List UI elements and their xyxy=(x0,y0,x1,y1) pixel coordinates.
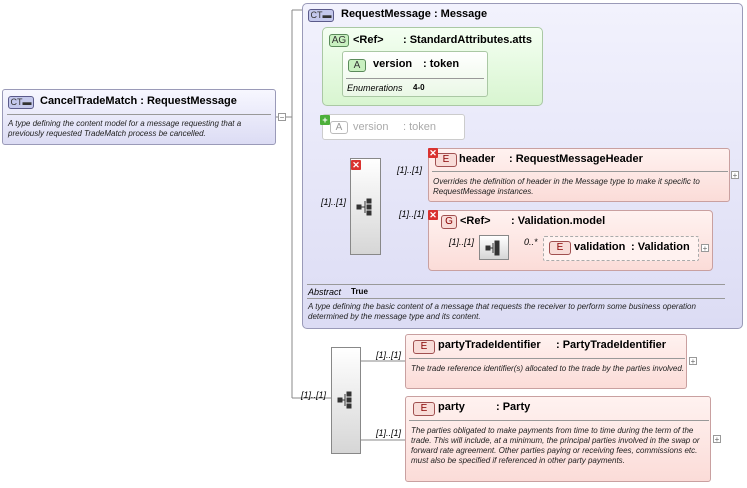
attr-version-type: : token xyxy=(403,121,437,133)
party-trade-identifier-type: : PartyTradeIdentifier xyxy=(556,339,667,351)
remove-mark-icon: ✕ xyxy=(428,148,438,158)
abstract-value: True xyxy=(351,287,368,296)
attr-name: version xyxy=(373,58,413,70)
add-mark-icon: + xyxy=(320,115,330,125)
attribute-group-icon: AG xyxy=(329,34,349,47)
expand-plus-icon[interactable]: + xyxy=(731,171,739,180)
attr-version-name: version xyxy=(353,121,389,133)
party-cardinality: [1]..[1] xyxy=(376,428,402,438)
element-icon: E xyxy=(413,402,435,416)
type-name: CancelTradeMatch : RequestMessage xyxy=(40,95,237,107)
header-name: header xyxy=(459,153,496,165)
main-seq-cardinality: [1]..[1] xyxy=(301,390,327,400)
attr-group-ref: <Ref> xyxy=(353,34,384,46)
attribute-icon: A xyxy=(348,59,366,72)
element-icon: E xyxy=(549,241,571,255)
sequence-icon xyxy=(356,198,372,216)
party-type: : Party xyxy=(496,401,531,413)
group-type: : Validation.model xyxy=(511,215,606,227)
attribute-version-enum[interactable]: A version : token Enumerations 4-0 xyxy=(342,51,488,97)
attr-type: : token xyxy=(423,58,460,70)
group-icon: G xyxy=(441,215,457,229)
group-cardinality: [1]..[1] xyxy=(399,209,425,219)
complex-type-icon: CT▬ xyxy=(8,96,34,109)
party-description: The parties obligated to make payments f… xyxy=(411,426,700,465)
group-ref: <Ref> xyxy=(460,215,491,227)
sequence-icon xyxy=(337,391,352,409)
party-trade-identifier-description: The trade reference identifier(s) alloca… xyxy=(411,364,685,373)
party-trade-identifier-cardinality: [1]..[1] xyxy=(376,350,402,360)
party-element[interactable]: E party : Party The parties obligated to… xyxy=(405,396,711,482)
sequence-icon xyxy=(485,240,500,256)
group-inner-cardinality: [1]..[1] xyxy=(449,237,475,247)
complex-type-icon: CT▬ xyxy=(308,9,334,22)
validation-type: : Validation xyxy=(631,241,690,253)
expand-plus-icon[interactable]: + xyxy=(701,244,709,253)
element-icon: E xyxy=(413,340,435,354)
enumerations-label: Enumerations xyxy=(347,83,403,93)
collapse-minus-icon[interactable]: − xyxy=(278,113,286,122)
header-type: : RequestMessageHeader xyxy=(509,153,643,165)
header-description: Overrides the definition of header in th… xyxy=(433,177,700,196)
validation-model-group[interactable]: G <Ref> : Validation.model [1]..[1] 0..*… xyxy=(428,210,713,271)
cancel-trade-match-type[interactable]: CT▬ CancelTradeMatch : RequestMessage A … xyxy=(2,89,276,145)
header-element[interactable]: E header : RequestMessageHeader Override… xyxy=(428,148,730,202)
attr-group-type: : StandardAttributes.atts xyxy=(403,34,532,46)
party-trade-identifier-name: partyTradeIdentifier xyxy=(438,339,541,351)
expand-plus-icon[interactable]: + xyxy=(689,357,697,366)
attribute-icon: A xyxy=(330,121,348,134)
attribute-version[interactable]: A version : token xyxy=(322,114,465,140)
validation-name: validation xyxy=(574,241,626,253)
remove-mark-icon: ✕ xyxy=(351,160,361,170)
base-sequence-compositor[interactable] xyxy=(350,158,381,255)
party-name: party xyxy=(438,401,465,413)
remove-mark-icon: ✕ xyxy=(428,210,438,220)
validation-cardinality: 0..* xyxy=(524,237,538,247)
base-type-description: A type defining the basic content of a m… xyxy=(308,302,696,321)
element-icon: E xyxy=(435,153,457,167)
party-trade-identifier-element[interactable]: E partyTradeIdentifier : PartyTradeIdent… xyxy=(405,334,687,389)
attribute-group-standard-attributes[interactable]: AG <Ref> : StandardAttributes.atts A ver… xyxy=(322,27,543,106)
main-sequence-compositor[interactable] xyxy=(331,347,361,454)
abstract-label: Abstract xyxy=(308,287,342,297)
validation-sequence-compositor[interactable] xyxy=(479,235,509,260)
base-seq-cardinality: [1]..[1] xyxy=(321,197,347,207)
type-description: A type defining the content model for a … xyxy=(8,119,242,138)
base-type-name: RequestMessage : Message xyxy=(341,8,488,20)
expand-plus-icon[interactable]: + xyxy=(713,435,721,444)
enumerations-value: 4-0 xyxy=(413,83,425,92)
validation-element[interactable]: E validation : Validation xyxy=(543,236,699,261)
header-cardinality: [1]..[1] xyxy=(397,165,423,175)
